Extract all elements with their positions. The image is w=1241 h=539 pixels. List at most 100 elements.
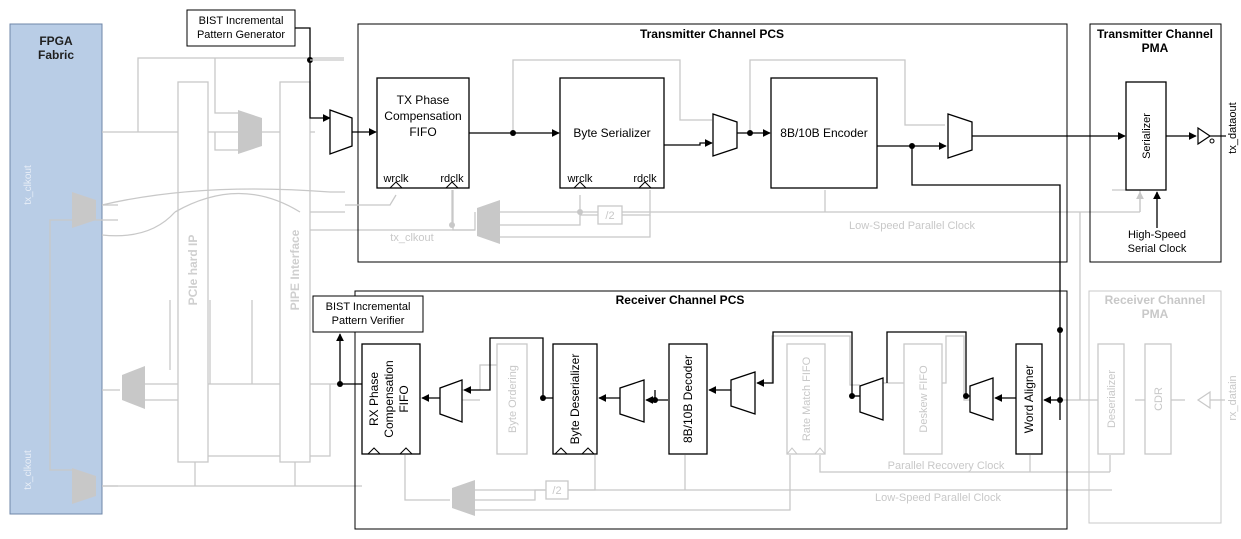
rx-pma-title-line2: PMA — [1142, 307, 1169, 321]
rx-clk-div-mux — [452, 480, 475, 516]
rx-mux-4 — [859, 377, 884, 421]
tx-phase-fifo-wrclk: wrclk — [382, 173, 409, 185]
tx-phase-fifo — [376, 77, 470, 189]
bist-verifier-line2: Pattern Verifier — [332, 315, 405, 327]
rx-bytedeser-bypass — [463, 337, 544, 398]
rx-div2-label: /2 — [552, 485, 561, 497]
tx-fifo-rdclk-pin — [445, 181, 459, 189]
tx-fifo-wrclk-wire — [345, 194, 397, 206]
bist-gen-wire — [295, 27, 331, 122]
tx-pma-container — [1089, 23, 1222, 263]
rx-mux-3 — [730, 371, 756, 415]
fpga-tx-clkout-bottom: tx_clkout — [23, 450, 34, 490]
fabric-mux-rx-clk — [72, 468, 96, 504]
tx-low-speed-clock-label: Low-Speed Parallel Clock — [849, 220, 975, 232]
rx-pma-deserializer-label: Deserializer — [1106, 370, 1118, 428]
fabric-mux-rx-data — [122, 366, 145, 409]
tx-clkout-label: tx_clkout — [390, 232, 433, 244]
rx-pma-deserializer-block — [1097, 343, 1125, 455]
word-aligner-block — [1015, 343, 1043, 455]
serializer-to-mux — [664, 139, 713, 147]
rx-pcs-title: Receiver Channel PCS — [616, 293, 745, 307]
deskew-label: Deskew FIFO — [918, 365, 930, 433]
rx-phase-fifo-line1: RX Phase — [367, 372, 381, 426]
bist-generator-line1: BIST Incremental — [199, 15, 284, 27]
fpga-fabric-block — [9, 23, 103, 515]
tx-output-buffer — [1197, 126, 1212, 146]
pipe-label: PIPE Interface — [288, 229, 302, 310]
byte-serializer-wrclk: wrclk — [566, 173, 593, 185]
tx-div2-block — [597, 205, 623, 225]
clock-arch-left — [101, 211, 176, 237]
tx-div2-label: /2 — [605, 210, 614, 222]
tx-phase-fifo-rdclk: rdclk — [440, 173, 464, 185]
bist-verifier-line1: BIST Incremental — [326, 301, 411, 313]
fabric-mux-tx-clk — [72, 192, 96, 228]
rx-phase-fifo-line2: Compensation — [382, 360, 396, 437]
fpga-title-line2: Fabric — [38, 48, 74, 62]
deskew-fifo-block — [903, 343, 943, 455]
byte-ordering-label: Byte Ordering — [507, 365, 519, 433]
rx-datain-label: rx_datain — [1227, 375, 1239, 420]
tx-input-mux — [329, 109, 353, 155]
rx-pma-container — [1088, 290, 1222, 524]
rx-pma-title-line1: Receiver Channel — [1105, 293, 1206, 307]
decoder-label: 8B/10B Decoder — [681, 355, 695, 443]
tx-pma-serializer-block — [1125, 81, 1167, 191]
decoder-block — [668, 343, 708, 455]
clock-arch-middle — [174, 192, 301, 213]
tx-pcs-title: Transmitter Channel PCS — [640, 27, 784, 41]
byte-deserializer-block — [552, 343, 598, 455]
pipe-interface-block: PIPE Interface — [279, 81, 311, 463]
loopback-wire — [911, 146, 1061, 420]
rx-mux-5 — [969, 377, 994, 421]
tx-phase-fifo-line1: TX Phase — [397, 93, 450, 107]
pcie-hard-ip-block: PCIe hard IP — [177, 81, 209, 463]
bist-ver-wire — [336, 333, 362, 385]
word-aligner-label: Word Aligner — [1022, 365, 1036, 433]
fpga-title-line1: FPGA — [39, 34, 73, 48]
bist-generator-block — [186, 9, 296, 47]
tx-pma-title-line2: PMA — [1142, 41, 1169, 55]
tx-dataout-label: tx_dataout — [1227, 102, 1239, 153]
rx-ratematch-bypass — [756, 331, 853, 396]
tx-out-mux — [947, 113, 973, 159]
fpga-tx-clkout-top: tx_clkout — [23, 165, 34, 205]
cdr-label: CDR — [1153, 387, 1165, 411]
rx-phase-fifo — [361, 343, 421, 455]
tx-pma-title-line1: Transmitter Channel — [1097, 27, 1213, 41]
tx-pcs-container — [357, 23, 1068, 263]
rx-input-buffer — [1196, 390, 1211, 410]
byte-ordering-block — [496, 343, 528, 455]
rx-recovery-clock-label: Parallel Recovery Clock — [888, 460, 1005, 472]
tx-phase-fifo-line2: Compensation — [384, 109, 461, 123]
pcie-label: PCIe hard IP — [186, 235, 200, 306]
bist-verifier-block — [312, 295, 424, 333]
byte-deserializer-label: Byte Deserializer — [568, 354, 582, 445]
tx-clk-div-mux — [477, 200, 500, 244]
rate-match-label: Rate Match FIFO — [801, 356, 813, 441]
rate-match-fifo-block — [786, 343, 826, 455]
encoder-block — [770, 77, 878, 189]
tx-mid-mux — [712, 113, 738, 157]
byte-serializer-block — [559, 77, 665, 189]
rx-low-speed-clock-label: Low-Speed Parallel Clock — [875, 492, 1001, 504]
tx-fifo-wrclk-pin — [389, 181, 403, 189]
byte-serializer-rdclk: rdclk — [633, 173, 657, 185]
rx-mux-1 — [439, 379, 463, 423]
tx-pma-serializer-label: Serializer — [1141, 113, 1153, 159]
rx-deskew-bypass — [886, 331, 967, 396]
cdr-block — [1144, 343, 1172, 455]
rx-pcs-container — [354, 290, 1068, 530]
rx-phase-fifo-line3: FIFO — [397, 385, 411, 412]
tx-phase-fifo-line3: FIFO — [409, 125, 436, 139]
fabric-mux-tx-data — [238, 110, 262, 154]
byte-serializer-label: Byte Serializer — [573, 126, 650, 140]
clock-arch-upper — [101, 188, 345, 206]
hs-clock-line2: Serial Clock — [1128, 243, 1187, 255]
hs-clock-line1: High-Speed — [1128, 229, 1186, 241]
encoder-label: 8B/10B Encoder — [780, 126, 867, 140]
bist-generator-line2: Pattern Generator — [197, 29, 285, 41]
rx-div2-block — [545, 480, 569, 500]
